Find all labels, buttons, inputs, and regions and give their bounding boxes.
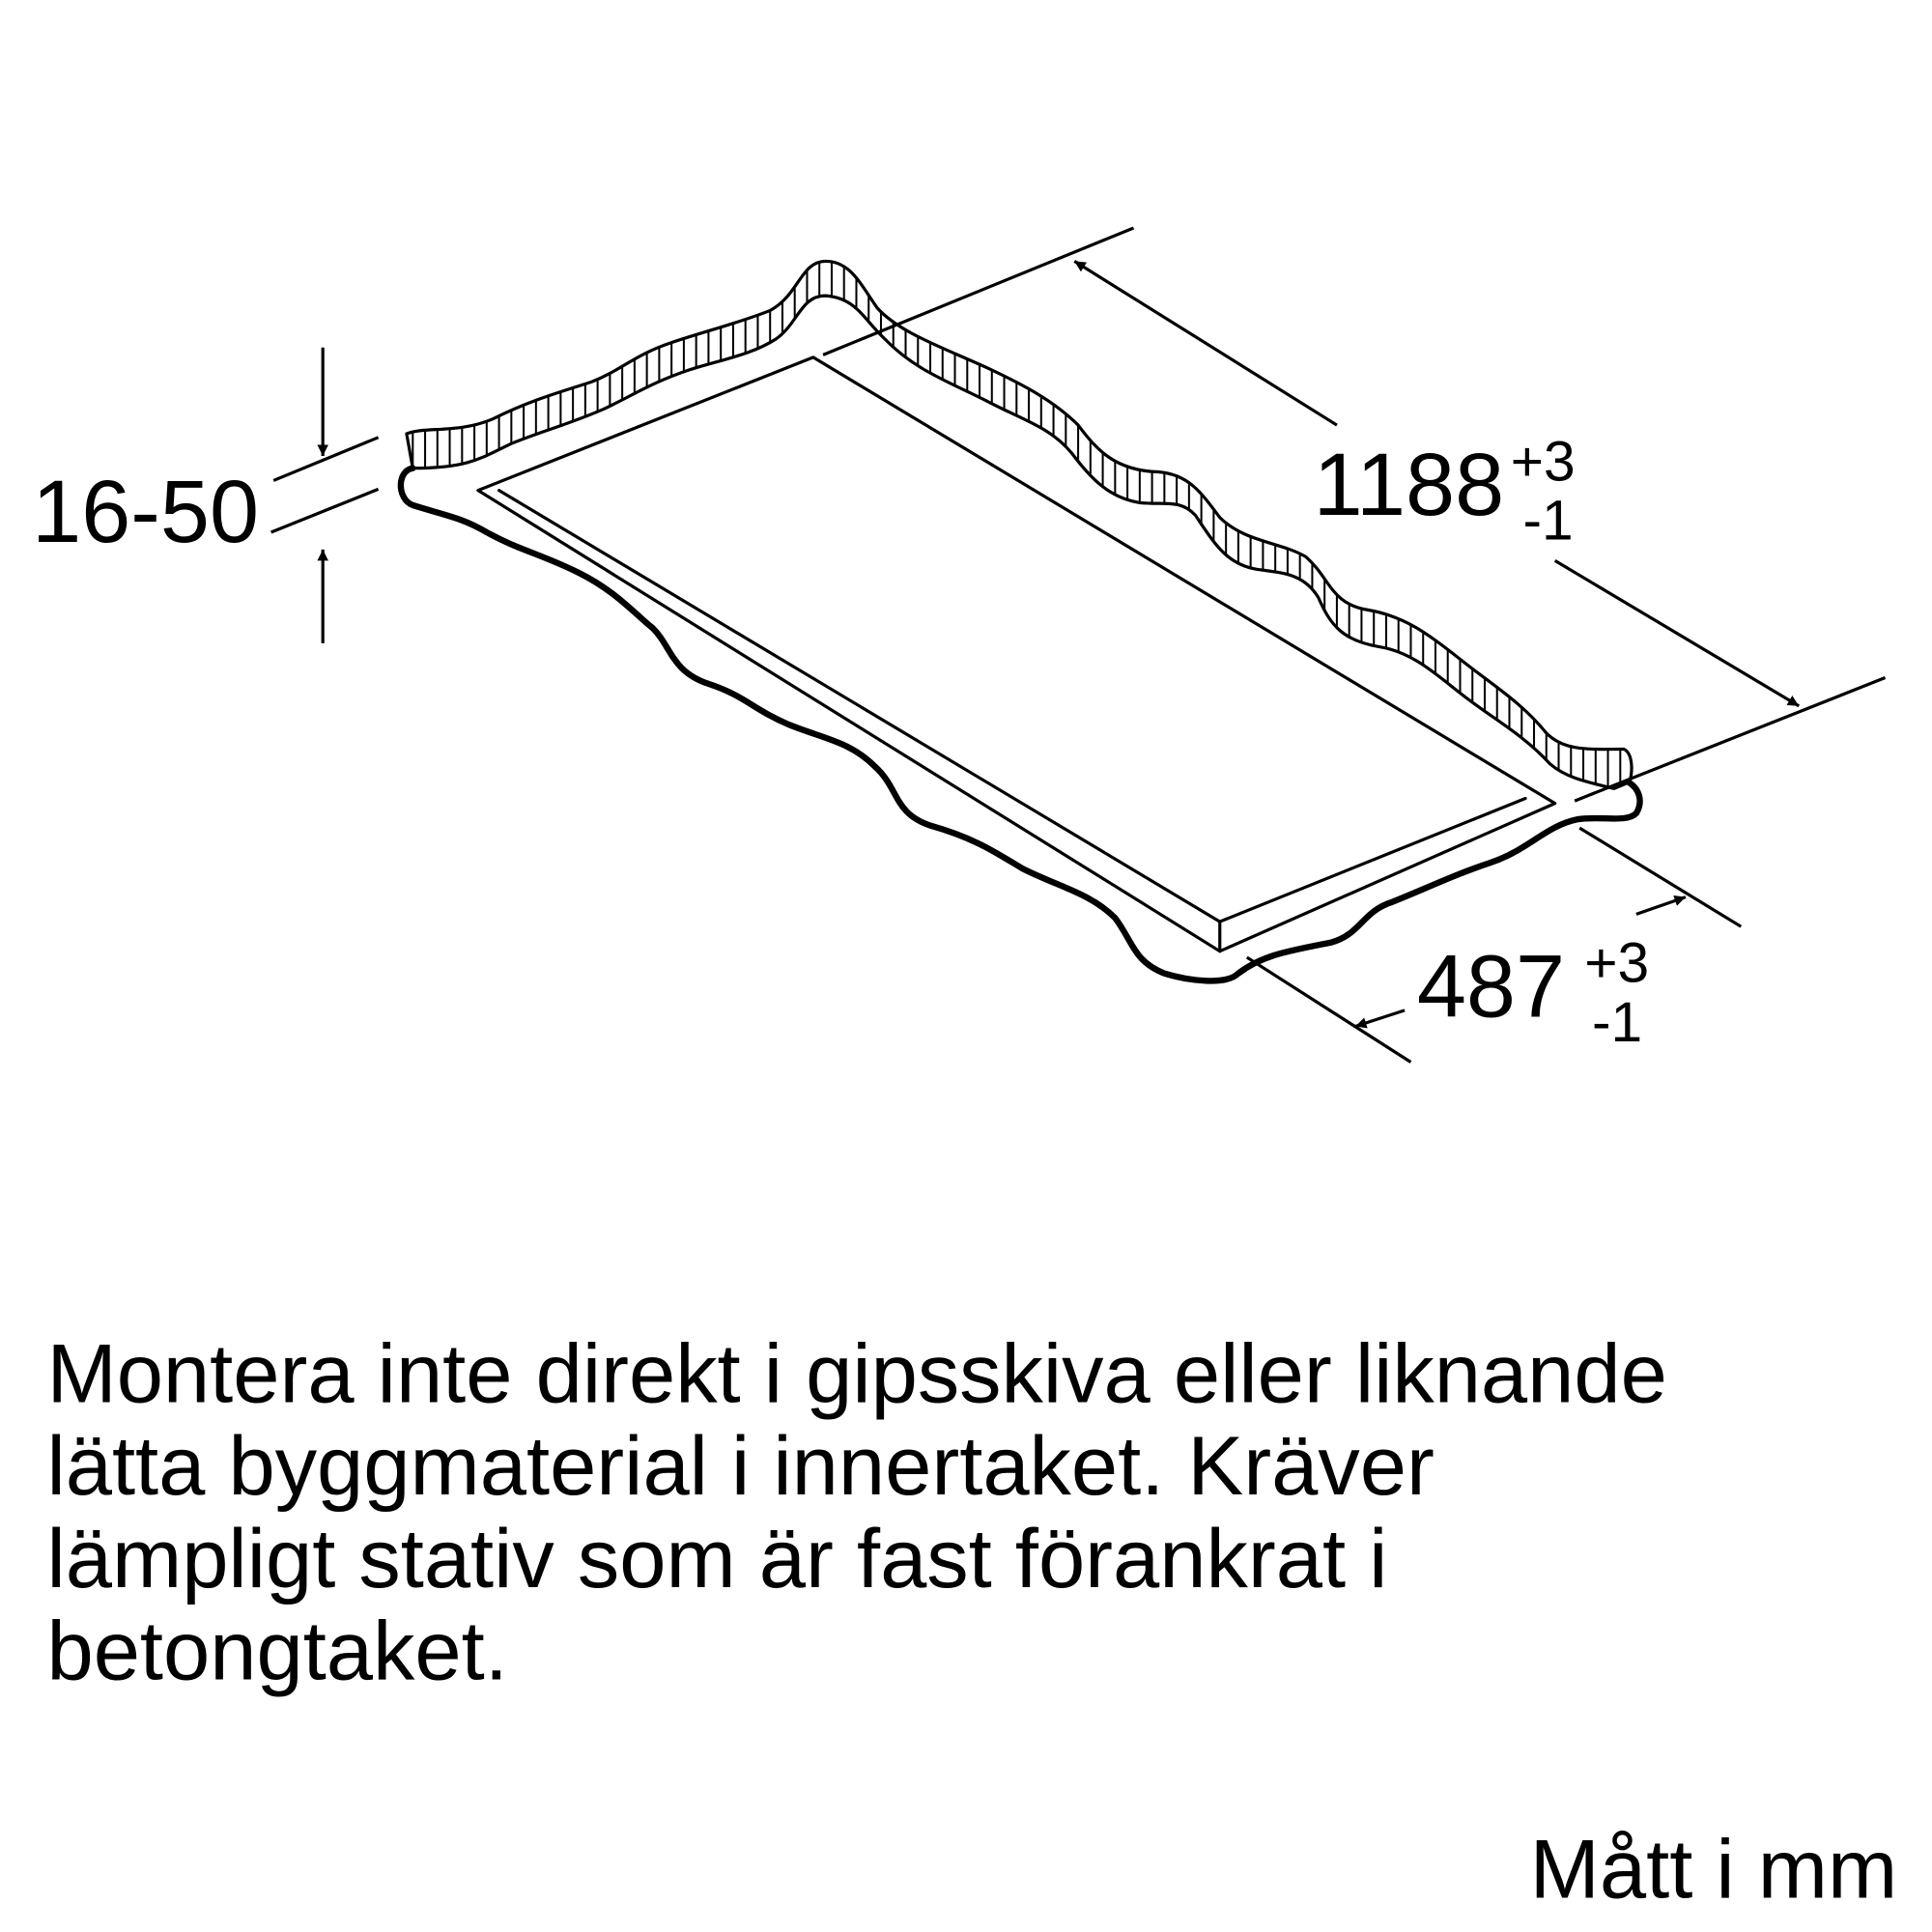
ceiling-cutout <box>397 259 1643 984</box>
installation-note: Montera inte direkt i gipsskiva eller li… <box>46 1327 1666 1698</box>
dimension-arrow <box>1553 558 1801 708</box>
dimension-thickness <box>270 347 380 643</box>
units-label: Mått i mm <box>1530 1822 1898 1916</box>
extension-line <box>1574 676 1887 803</box>
thickness-value: 16-50 <box>32 463 259 561</box>
extension-line <box>1578 826 1743 928</box>
note-line: Montera inte direkt i gipsskiva eller li… <box>46 1327 1666 1421</box>
length-tolerance-minus: -1 <box>1523 490 1574 553</box>
dimension-length <box>822 226 1887 803</box>
extension-line <box>822 226 1135 356</box>
dimension-arrow <box>1073 260 1338 427</box>
width-value: 487 <box>1417 937 1565 1036</box>
note-line: lämpligt stativ som är fast förankrat i <box>46 1512 1387 1605</box>
width-tolerance-plus: +3 <box>1584 932 1649 995</box>
note-line: lätta byggmaterial i innertaket. Kräver <box>46 1419 1434 1513</box>
dimension-width <box>1245 826 1743 1064</box>
length-value: 1188 <box>1314 436 1504 534</box>
panel-inner-edge <box>497 489 1527 923</box>
ceiling-opening-outline <box>397 465 1643 984</box>
dimension-arrow <box>1354 1009 1406 1029</box>
length-tolerance-plus: +3 <box>1511 430 1576 493</box>
extension-line <box>272 436 380 482</box>
note-line: betongtaket. <box>46 1605 507 1698</box>
extension-line <box>270 487 380 534</box>
panel-top-edge <box>476 355 1557 953</box>
width-tolerance-minus: -1 <box>1592 991 1642 1054</box>
extension-line <box>1245 955 1412 1064</box>
dimension-arrow <box>1635 895 1687 916</box>
